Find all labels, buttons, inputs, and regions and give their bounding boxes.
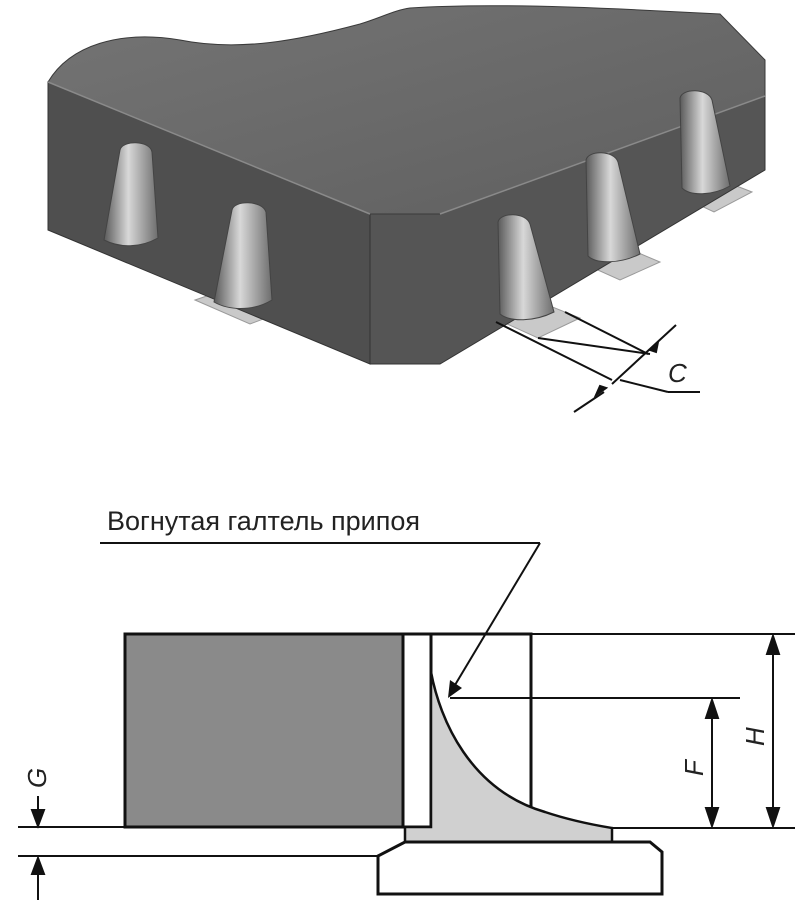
dimension-f-label: F bbox=[679, 758, 709, 776]
component-body bbox=[123, 632, 405, 829]
lead bbox=[213, 202, 273, 309]
cross-section-view: Вогнутая галтель припоя H bbox=[18, 506, 795, 900]
arrowhead bbox=[448, 680, 462, 698]
lead bbox=[497, 214, 555, 321]
dimension-h bbox=[765, 632, 781, 830]
extension-lines bbox=[18, 633, 795, 857]
dimension-c bbox=[495, 311, 700, 413]
solder-fillet bbox=[403, 671, 614, 844]
termination bbox=[401, 632, 433, 829]
dimension-g bbox=[30, 796, 46, 900]
lead bbox=[103, 142, 159, 247]
dimension-c-label: C bbox=[668, 358, 687, 388]
caption-leader-arrow bbox=[451, 542, 541, 691]
dimension-f bbox=[704, 696, 720, 830]
fillet-caption: Вогнутая галтель припоя bbox=[107, 506, 420, 536]
land-pad bbox=[376, 840, 664, 896]
package-top bbox=[47, 5, 766, 215]
dimension-g-label: G bbox=[22, 768, 52, 788]
dimension-h-label: H bbox=[740, 727, 770, 746]
package-3d-view: C bbox=[47, 5, 766, 413]
lead bbox=[585, 152, 641, 263]
lead bbox=[679, 90, 731, 195]
